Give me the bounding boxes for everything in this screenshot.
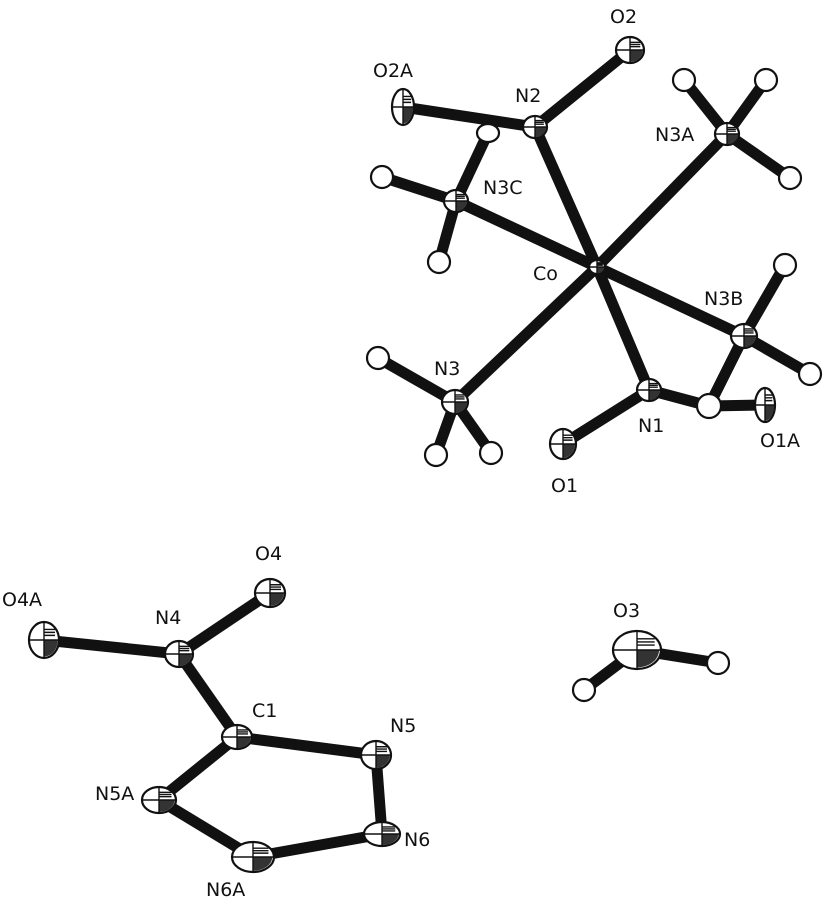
atom-label-o2a: O2A (373, 60, 413, 82)
bond-N2-O2 (531, 45, 634, 132)
atom-label-o2: O2 (610, 6, 637, 28)
atom-n2 (521, 114, 549, 140)
atom-label-n6: N6 (404, 829, 430, 851)
bond-N3C-H_N3C3 (451, 130, 493, 204)
atom-label-c1: C1 (252, 700, 277, 722)
atom-o2a (390, 87, 416, 127)
atom-label-n5: N5 (390, 715, 416, 737)
atom-label-n3a: N3A (655, 124, 694, 146)
atom-n5 (359, 739, 393, 771)
bond-Co-N3 (451, 263, 601, 406)
hydrogen-atom (365, 345, 391, 371)
hydrogen-atom (369, 164, 395, 190)
hydrogen-atom (671, 67, 697, 93)
atom-n4 (163, 639, 195, 669)
atom-n1 (635, 377, 663, 403)
hydrogen-atom (695, 392, 723, 420)
hydrogen-atom (753, 67, 779, 93)
atom-o1a (753, 386, 777, 424)
atom-o3 (611, 629, 663, 671)
atom-label-n3b: N3B (704, 288, 743, 310)
atom-n3 (440, 388, 470, 416)
atom-label-n2: N2 (515, 85, 541, 107)
hydrogen-atom (705, 650, 731, 676)
atom-c1 (220, 723, 254, 751)
hydrogen-atom (426, 249, 452, 275)
atom-label-o1: O1 (551, 475, 578, 497)
hydrogen-atom (797, 361, 823, 387)
bond-N2-O2A (402, 101, 536, 133)
atom-label-o3: O3 (613, 600, 640, 622)
hydrogen-atom (777, 165, 803, 191)
bond-N4-O4 (175, 588, 274, 659)
atom-label-n1: N1 (638, 415, 664, 437)
atom-n6a (230, 840, 276, 874)
atom-n3c (442, 188, 470, 214)
bond-N3-H_N31 (375, 353, 458, 407)
bond-Co-N3A (593, 130, 731, 271)
hydrogen-atom (571, 677, 597, 703)
bond-N4-C1 (174, 650, 242, 741)
bond-C1-N5A (155, 732, 241, 805)
bond-C1-N5 (236, 731, 377, 761)
atom-o4a (27, 620, 61, 660)
hydrogen-atom (772, 252, 798, 278)
hydrogen-atom (478, 440, 504, 466)
atom-n3a (713, 121, 741, 147)
atoms-layer (27, 35, 823, 874)
hydrogen-atom (475, 122, 501, 144)
atom-n3b (729, 322, 759, 350)
atom-label-o4: O4 (255, 543, 282, 565)
atom-o4 (253, 577, 287, 609)
atom-label-co: Co (533, 263, 558, 285)
bond-N3A-H_N3A3 (723, 129, 794, 183)
bond-Co-N3C (453, 196, 600, 272)
atom-label-n4: N4 (155, 607, 181, 629)
bond-N4-O4A (43, 634, 180, 660)
bond-Co-N1 (591, 264, 655, 393)
bond-Co-N2 (529, 124, 603, 270)
atom-co (587, 258, 607, 276)
atom-label-n5a: N5A (95, 783, 134, 805)
atom-o2 (614, 35, 646, 65)
atom-o1 (548, 427, 578, 461)
atom-label-n6a: N6A (206, 879, 245, 899)
atom-label-n3: N3 (434, 358, 460, 380)
hydrogen-atom (423, 442, 449, 468)
bond-N1-O1 (560, 385, 652, 449)
atom-n6 (362, 820, 402, 848)
atom-n5a (140, 785, 178, 815)
atom-label-n3c: N3C (483, 177, 523, 199)
atom-label-o1a: O1A (760, 430, 800, 452)
bond-Co-N3B (594, 262, 747, 341)
bond-N3B-H_N3B1 (739, 262, 790, 339)
atom-label-o4a: O4A (2, 589, 42, 611)
